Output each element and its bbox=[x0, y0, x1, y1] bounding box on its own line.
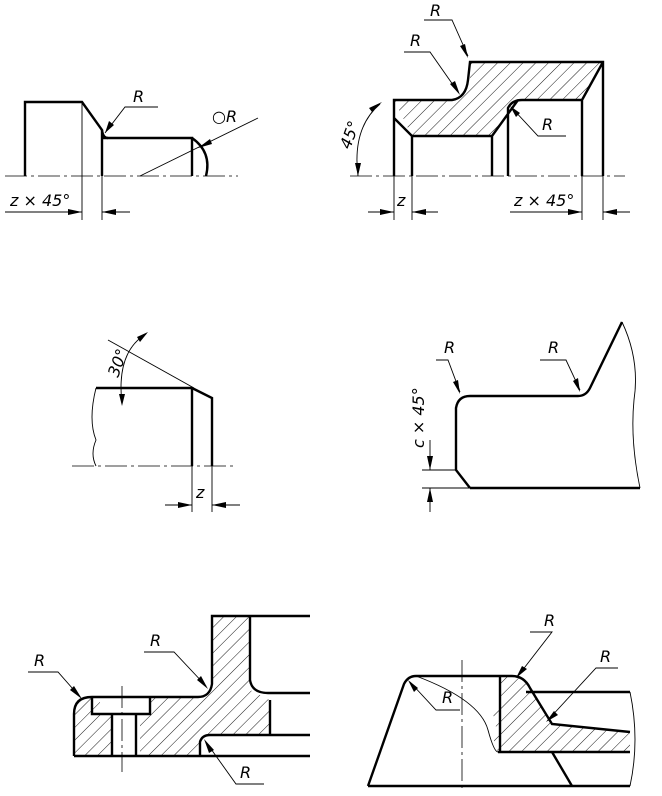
fig2-radius-top-label: R bbox=[430, 1, 441, 20]
figure-2: z z × 45° 45° R R R bbox=[336, 1, 630, 220]
fig6-radius-right-label: R bbox=[600, 647, 611, 666]
fig2-angle-arrow-top bbox=[369, 102, 382, 112]
fig2-radius-top-arrow bbox=[460, 44, 468, 58]
fig1-outline bbox=[23, 100, 194, 176]
fig6-radius-top-label: R bbox=[544, 611, 555, 630]
fig6-transition-curve bbox=[415, 675, 499, 753]
fig2-radius-inner-label: R bbox=[410, 31, 421, 50]
fig3-break-line bbox=[91, 387, 97, 467]
fig1-dim-arrow-left bbox=[68, 209, 82, 215]
fig5-outline bbox=[72, 614, 310, 758]
fig3-angle-arrow-top bbox=[137, 332, 148, 342]
fig6-radius-left-arrow bbox=[408, 680, 418, 692]
figure-3: 30° z bbox=[72, 332, 240, 512]
fig2-section-hatch bbox=[394, 62, 603, 136]
fig4-break-line bbox=[621, 321, 641, 489]
fig5-radius-left-leader bbox=[28, 671, 81, 698]
fig3-dim-arrow-right bbox=[212, 502, 226, 508]
fig3-angle-arrow-bottom bbox=[119, 394, 125, 406]
fig4-radius-left-arrow bbox=[453, 380, 460, 394]
fig4-dim-arrow-top bbox=[427, 456, 433, 470]
fig5-radius-left-label: R bbox=[34, 651, 45, 670]
fig6-radius-left-leader bbox=[409, 681, 460, 711]
fig5-radius-bottom-label: R bbox=[240, 763, 251, 782]
fig3-angle-ray bbox=[107, 339, 195, 389]
fig2-chamfer-arrow-left bbox=[568, 209, 582, 215]
fig3-outline bbox=[96, 386, 214, 466]
fig2-radius-inner-leader bbox=[404, 51, 459, 93]
fig4-radius-right-leader bbox=[540, 359, 581, 391]
fig1-radius-label: R bbox=[133, 87, 144, 106]
fig2-outline bbox=[392, 60, 605, 176]
fig5-radius-left-arrow bbox=[70, 686, 82, 699]
fig4-radius-right-label: R bbox=[548, 338, 559, 357]
fig2-z-arrow-right bbox=[412, 209, 426, 215]
fig5-radius-mid-label: R bbox=[150, 631, 161, 650]
fig4-dim-arrow-bottom bbox=[427, 488, 433, 502]
fig1-radius-leader bbox=[104, 106, 158, 134]
fig2-angle-arrow-bottom bbox=[355, 163, 361, 176]
fig6-radius-top-leader bbox=[517, 631, 553, 677]
fig6-outline bbox=[366, 674, 631, 788]
fig2-radius-inner-arrow bbox=[450, 81, 460, 95]
fig2-chamfer-label: z × 45° bbox=[513, 191, 574, 210]
fig5-radius-bottom-leader bbox=[205, 741, 264, 785]
fig1-chamfer-label: z × 45° bbox=[9, 191, 70, 210]
figure-1: z × 45° R ○R bbox=[5, 87, 259, 220]
figure-5: R R R bbox=[28, 614, 310, 785]
fig2-z-arrow-left bbox=[380, 209, 394, 215]
fig4-radius-right-arrow bbox=[573, 378, 580, 392]
fig2-z-label: z bbox=[396, 191, 406, 210]
fig1-small-radius-arrow bbox=[198, 139, 212, 148]
fig6-section-hatch bbox=[493, 676, 630, 752]
fig4-radius-left-label: R bbox=[444, 338, 455, 357]
fig2-radius-top-leader bbox=[424, 19, 469, 57]
fig2-chamfer-arrow-right bbox=[603, 209, 617, 215]
figure-6: R R R bbox=[366, 611, 636, 790]
fig6-radius-top-arrow bbox=[516, 666, 527, 678]
fig5-radius-mid-arrow bbox=[197, 676, 208, 689]
fig3-z-label: z bbox=[195, 483, 205, 502]
fig6-radius-right-leader bbox=[547, 667, 618, 721]
figure-4: c × 45° R R bbox=[409, 321, 641, 512]
fig1-small-radius-leader bbox=[139, 117, 259, 177]
fig6-radius-left-label: R bbox=[442, 688, 453, 707]
fig5-radius-mid-leader bbox=[144, 651, 207, 687]
fig5-radius-bottom-arrow bbox=[204, 739, 214, 753]
fig6-break-line bbox=[629, 691, 636, 787]
fig1-fillet bbox=[100, 129, 109, 140]
fig2-radius-right-arrow bbox=[510, 106, 520, 117]
fig5-hatch-main bbox=[140, 616, 270, 756]
fig5-hatch-left bbox=[74, 697, 112, 756]
fig4-outline bbox=[454, 321, 624, 489]
fig2-angle-label: 45° bbox=[336, 118, 364, 151]
fig2-radius-right-label: R bbox=[542, 115, 553, 134]
fig3-dim-arrow-left bbox=[178, 502, 192, 508]
fig2-radius-right-leader bbox=[511, 107, 566, 137]
fig1-radius-arrow bbox=[105, 121, 114, 133]
fig1-dim-arrow-right bbox=[102, 209, 116, 215]
fig1-end-arc bbox=[191, 137, 209, 177]
fig1-small-radius-label: ○R bbox=[212, 107, 237, 126]
fig4-chamfer-label: c × 45° bbox=[409, 387, 428, 448]
fig6-radius-right-arrow bbox=[546, 711, 558, 722]
